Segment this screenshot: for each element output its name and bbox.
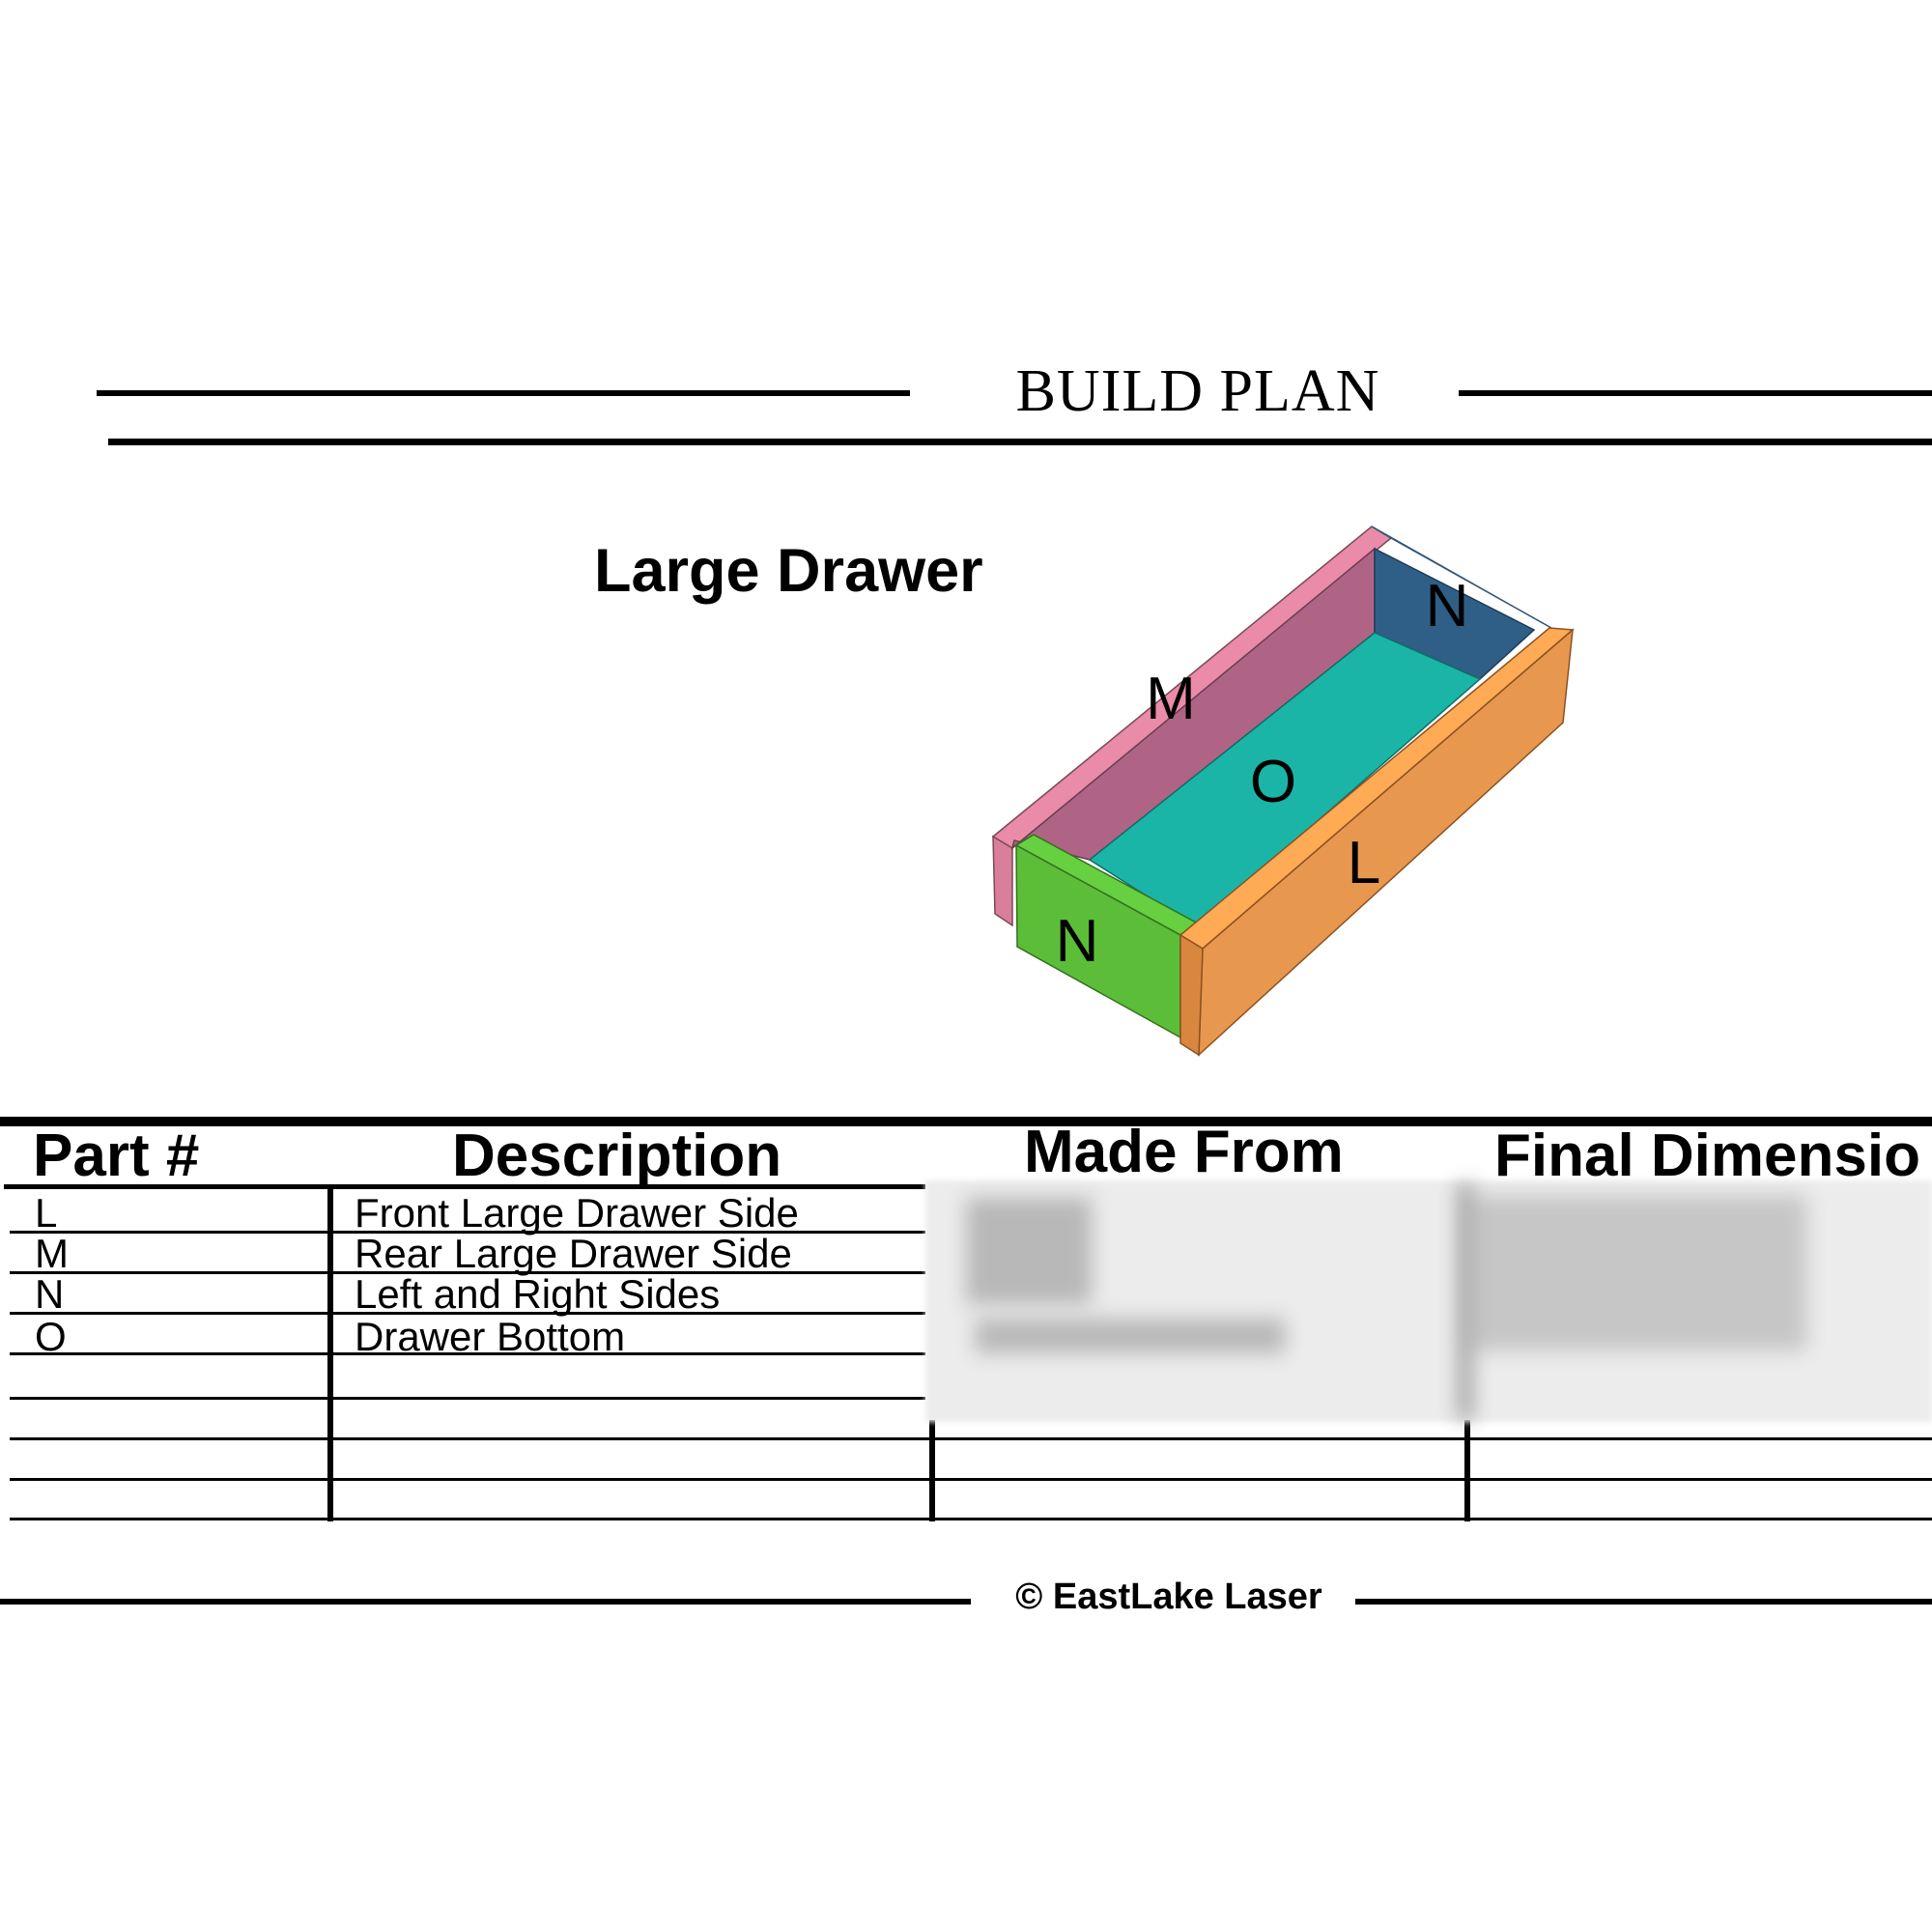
col-divider-3 — [1464, 1420, 1470, 1521]
front-panel-end — [1179, 933, 1204, 1057]
footer-rule-left — [0, 1599, 971, 1605]
header-made-from: Made From — [1024, 1119, 1344, 1185]
cell-desc-m: Rear Large Drawer Side — [355, 1231, 792, 1276]
row-rule-4 — [10, 1352, 925, 1355]
header-part: Part # — [33, 1122, 200, 1189]
section-title: Large Drawer — [594, 537, 983, 605]
label-n-near: N — [1056, 908, 1099, 975]
col-divider-2 — [929, 1420, 935, 1521]
footer-copyright: © EastLake Laser — [1015, 1577, 1322, 1617]
redacted-bar — [1459, 1183, 1472, 1420]
row-rule-8 — [10, 1518, 1932, 1520]
label-m: M — [1146, 666, 1196, 732]
title-rule-lower — [108, 439, 1932, 445]
title-rule-right — [1459, 390, 1932, 396]
redacted-bar — [976, 1319, 1285, 1353]
footer-rule-right — [1355, 1599, 1932, 1605]
cell-part-o: O — [35, 1314, 67, 1359]
row-rule-3 — [10, 1312, 925, 1315]
row-rule-5 — [10, 1397, 925, 1400]
cell-part-m: M — [35, 1231, 69, 1276]
table-top-rule — [0, 1117, 1932, 1126]
cell-desc-o: Drawer Bottom — [355, 1314, 626, 1359]
row-rule-2 — [10, 1271, 925, 1274]
header-bottom-rule — [4, 1184, 925, 1189]
redacted-bar — [966, 1198, 1092, 1304]
header-description: Description — [452, 1122, 782, 1189]
cell-desc-l: Front Large Drawer Side — [355, 1190, 799, 1236]
redacted-bar — [1468, 1196, 1806, 1350]
page-title: BUILD PLAN — [1015, 358, 1380, 424]
cell-part-n: N — [35, 1271, 65, 1317]
row-rule-7 — [10, 1478, 1932, 1481]
label-n-far: N — [1426, 573, 1469, 639]
cell-desc-n: Left and Right Sides — [355, 1271, 721, 1317]
rear-panel-outer — [992, 835, 1013, 927]
cell-part-l: L — [35, 1190, 58, 1236]
drawer-diagram: M N O L N — [966, 522, 1604, 1063]
label-l: L — [1348, 830, 1380, 896]
header-final-dimensions: Final Dimensio — [1494, 1122, 1920, 1189]
label-o: O — [1250, 749, 1296, 815]
row-rule-6 — [10, 1437, 1932, 1440]
row-rule-1 — [10, 1231, 925, 1234]
title-rule-left — [97, 390, 910, 396]
